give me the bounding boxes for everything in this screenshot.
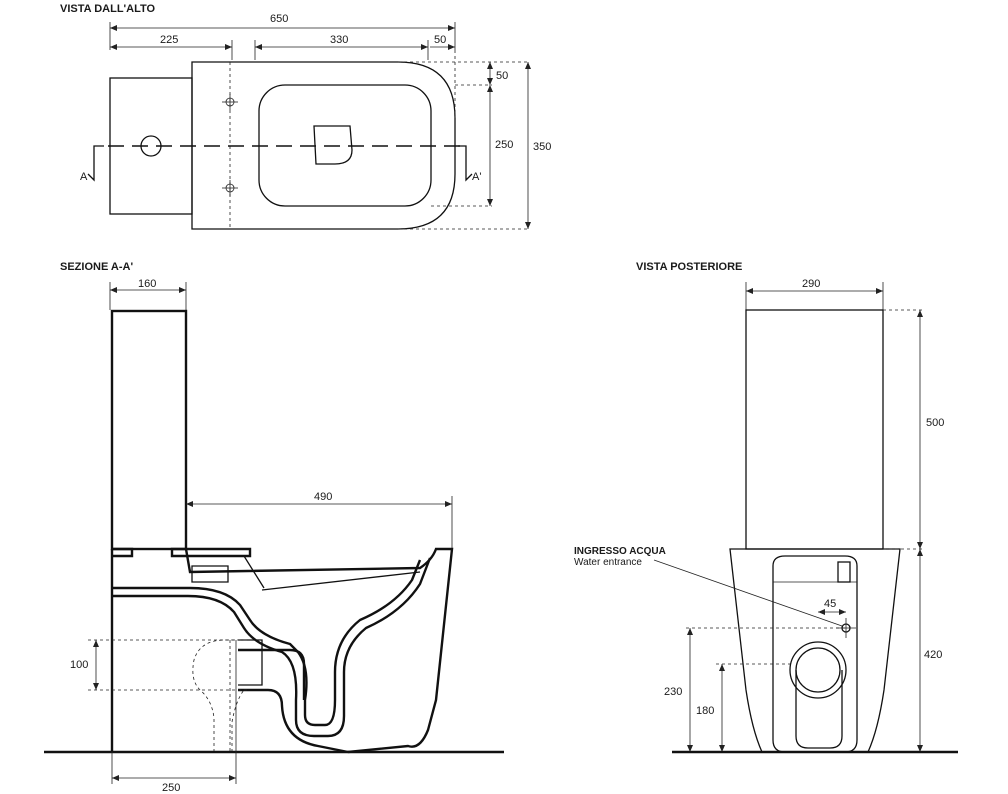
section-label-a-prime: A' (472, 171, 481, 183)
dim-50h-label: 50 (434, 34, 446, 46)
dim-225-label: 225 (160, 34, 178, 46)
dim-225: 225 (110, 34, 233, 60)
rear-view: VISTA POSTERIORE 290 INGRESSO ACQUA Wate… (574, 261, 958, 754)
dim-45: 45 (818, 598, 846, 615)
bowl-section (110, 547, 454, 754)
dim-490: 490 (186, 491, 453, 548)
dim-500: 500 (917, 310, 944, 549)
section-view-title: SEZIONE A-A' (60, 261, 133, 273)
rear-recess (772, 555, 858, 753)
bowl-outline (191, 61, 456, 230)
dim-50-h: 50 (430, 34, 455, 50)
tank-section (110, 309, 188, 551)
dim-45-label: 45 (824, 598, 836, 610)
drain-outline (313, 125, 353, 165)
dim-180-label: 180 (696, 705, 714, 717)
dim-330: 330 (254, 34, 429, 60)
dim-500-label: 500 (926, 417, 944, 429)
dim-230: 230 (664, 628, 693, 752)
dim-420-label: 420 (924, 649, 942, 661)
outlet-pipe-dashed (192, 639, 248, 752)
dim-290: 290 (745, 278, 884, 310)
section-view: SEZIONE A-A' 160 490 (44, 261, 504, 794)
fixing-marks (222, 62, 238, 229)
section-label-a: A (80, 171, 88, 183)
dim-50-v: 50 (487, 62, 508, 85)
water-inlet-label-en: Water entrance (574, 557, 642, 568)
dim-250-v: 250 (487, 85, 513, 206)
dim-250v-label: 250 (495, 139, 513, 151)
bowl-rear (729, 548, 901, 753)
dim-350v-label: 350 (533, 141, 551, 153)
dim-420: 420 (917, 549, 942, 752)
dim-160-label: 160 (138, 278, 156, 290)
top-view-title: VISTA DALL'ALTO (60, 3, 156, 15)
dim-100: 100 (70, 639, 248, 691)
tank-rear (745, 309, 884, 550)
dim-50v-label: 50 (496, 70, 508, 82)
rear-view-title: VISTA POSTERIORE (636, 261, 742, 273)
rear-outlet-outer (789, 641, 847, 699)
dim-100-label: 100 (70, 659, 88, 671)
section-mark-right (458, 145, 473, 182)
dim-650-label: 650 (270, 13, 288, 25)
dim-350-v: 350 (525, 62, 551, 229)
leader-line (653, 559, 843, 627)
dim-160: 160 (109, 278, 187, 310)
dim-250h-label: 250 (162, 782, 180, 794)
rear-connector (837, 561, 851, 583)
rear-outlet-inner (795, 647, 841, 693)
dim-330-label: 330 (330, 34, 348, 46)
dim-650: 650 (109, 13, 456, 50)
dim-250-h: 250 (111, 640, 237, 794)
dim-230-label: 230 (664, 686, 682, 698)
section-mark-left (87, 145, 104, 182)
water-inlet-label-it: INGRESSO ACQUA (574, 546, 666, 557)
dim-490-label: 490 (314, 491, 332, 503)
dim-180: 180 (696, 664, 725, 752)
dim-290-label: 290 (802, 278, 820, 290)
top-view: VISTA DALL'ALTO 650 225 330 50 (60, 3, 551, 230)
